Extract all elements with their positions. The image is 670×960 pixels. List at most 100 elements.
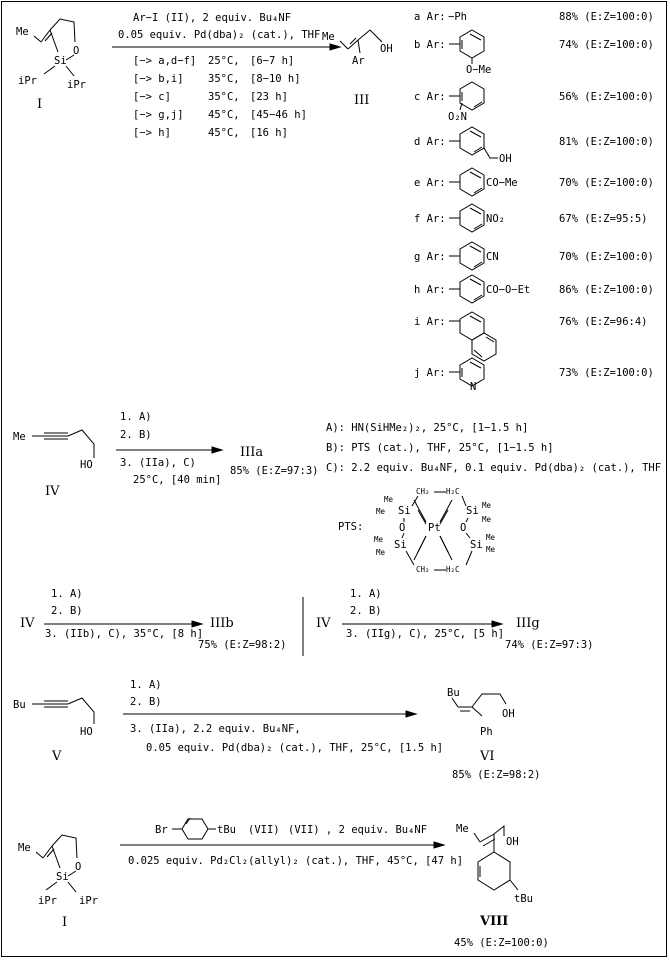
atom-o: O bbox=[460, 522, 466, 534]
catalyst-line: 0.05 equiv. Pd(dba)₂ (cat.), THF bbox=[118, 29, 320, 41]
compound-VI-structure: Bu OH Ph VI bbox=[447, 687, 515, 764]
atom-si: Si bbox=[398, 505, 411, 517]
catalyst-line: 0.025 equiv. Pd₂Cl₂(allyl)₂ (cat.), THF,… bbox=[128, 855, 463, 867]
atom-ho: HO bbox=[80, 726, 93, 738]
atom-o: O bbox=[73, 45, 79, 57]
step-1: 1. A) bbox=[350, 588, 382, 600]
compound-label-IIIa: IIIa bbox=[240, 445, 263, 460]
compound-VII-structure: Br tBu bbox=[155, 817, 236, 840]
atom-ch2: CH₂ bbox=[416, 487, 430, 496]
atom-si: Si bbox=[470, 539, 483, 551]
entry-d-label: d Ar: bbox=[414, 136, 446, 148]
entry-g-label: g Ar: bbox=[414, 251, 446, 263]
compound-label-IV: IV bbox=[316, 616, 331, 631]
compound-label-IV: IV bbox=[45, 484, 60, 499]
entry-b-label: b Ar: bbox=[414, 39, 446, 51]
entry-f-result: 67% (E:Z=95:5) bbox=[559, 213, 648, 225]
compound-label-III: III bbox=[354, 93, 369, 108]
atom-tbu: tBu bbox=[514, 893, 533, 905]
step-1: 1. A) bbox=[130, 679, 162, 691]
condition-rows: [−> a,d−f] 25°C, [6−7 h] [−> b,i] 35°C, … bbox=[133, 55, 307, 139]
step-2: 2. B) bbox=[120, 429, 152, 441]
aryl-f-nitro: NO₂ bbox=[486, 213, 505, 225]
atom-h2c: H₂C bbox=[446, 487, 460, 496]
reagent-line: Ar−I (II), 2 equiv. Bu₄NF bbox=[133, 12, 291, 24]
condition-temp: 45°C, bbox=[208, 109, 240, 121]
atom-o: O bbox=[75, 861, 81, 873]
def-b: B): PTS (cat.), THF, 25°C, [1−1.5 h] bbox=[326, 442, 554, 454]
entry-j-result: 73% (E:Z=100:0) bbox=[559, 367, 654, 379]
condition-time: [6−7 h] bbox=[250, 55, 294, 67]
entry-b-result: 74% (E:Z=100:0) bbox=[559, 39, 654, 51]
entry-c-result: 56% (E:Z=100:0) bbox=[559, 91, 654, 103]
atom-ar: Ar bbox=[352, 55, 365, 67]
scheme5: Me O Si iPr iPr I Br tBu (VII) (VII) , 2… bbox=[18, 817, 549, 949]
scheme2-yield: 85% (E:Z=97:3) bbox=[230, 465, 319, 477]
compound-VIII-structure: Me OH tBu VIII bbox=[456, 823, 533, 929]
step-1: 1. A) bbox=[51, 588, 83, 600]
aryl-a-phenyl: −Ph bbox=[448, 11, 467, 23]
atom-me: Me bbox=[486, 545, 496, 554]
pts-label: PTS: bbox=[338, 521, 363, 533]
compound-label-IV: IV bbox=[20, 616, 35, 631]
compound-label-IIIg: IIIg bbox=[516, 616, 540, 631]
atom-br: Br bbox=[155, 824, 168, 836]
step-2: 2. B) bbox=[130, 696, 162, 708]
condition-time: [16 h] bbox=[250, 127, 288, 139]
compound-I-structure: Me O Si iPr iPr I bbox=[16, 18, 86, 112]
compound-label-VIII: VIII bbox=[479, 914, 508, 929]
scheme4-yield: 85% (E:Z=98:2) bbox=[452, 769, 541, 781]
atom-me: Me bbox=[456, 823, 469, 835]
compound-I-structure: Me O Si iPr iPr I bbox=[18, 834, 98, 930]
condition-target: [−> c] bbox=[133, 91, 171, 103]
compound-label-IIIb: IIIb bbox=[210, 616, 234, 631]
scheme3-right-yield: 74% (E:Z=97:3) bbox=[505, 639, 594, 651]
atom-pt: Pt bbox=[428, 522, 441, 534]
aryl-e-acetyl: CO−Me bbox=[486, 177, 518, 189]
compound-label-I: I bbox=[62, 915, 67, 930]
compound-label-VI: VI bbox=[479, 749, 495, 764]
compound-III-structure: Me Ar OH III bbox=[322, 29, 393, 108]
condition-time: [45−46 h] bbox=[250, 109, 307, 121]
step-3-cont: 0.05 equiv. Pd(dba)₂ (cat.), THF, 25°C, … bbox=[146, 742, 443, 754]
compound-label-VII-ref: (VII) bbox=[248, 824, 280, 836]
atom-me: Me bbox=[13, 431, 26, 443]
entry-a-result: 88% (E:Z=100:0) bbox=[559, 11, 654, 23]
condition-target: [−> b,i] bbox=[133, 73, 184, 85]
atom-me: Me bbox=[376, 548, 386, 557]
atom-me: Me bbox=[16, 26, 29, 38]
atom-me: Me bbox=[482, 515, 492, 524]
condition-temp: 35°C, bbox=[208, 73, 240, 85]
step-3: 3. (IIg), C), 25°C, [5 h] bbox=[346, 628, 504, 640]
atom-ph: Ph bbox=[480, 726, 493, 738]
step-2: 2. B) bbox=[350, 605, 382, 617]
step-2: 2. B) bbox=[51, 605, 83, 617]
step-3: 3. (IIa), C) bbox=[120, 457, 196, 469]
atom-me: Me bbox=[374, 535, 384, 544]
atom-ipr: iPr bbox=[79, 895, 98, 907]
entry-i-label: i Ar: bbox=[414, 316, 446, 328]
atom-ipr: iPr bbox=[67, 79, 86, 91]
entry-i-result: 76% (E:Z=96:4) bbox=[559, 316, 648, 328]
condition-target: [−> h] bbox=[133, 127, 171, 139]
atom-me: Me bbox=[486, 533, 496, 542]
aryl-entries: a Ar: −Ph 88% (E:Z=100:0) b Ar: O−Me 74%… bbox=[414, 11, 654, 393]
scheme2: Me HO IV 1. A) 2. B) 3. (IIa), C) 25°C, … bbox=[13, 411, 661, 574]
atom-tbu: tBu bbox=[217, 824, 236, 836]
entry-h-result: 86% (E:Z=100:0) bbox=[559, 284, 654, 296]
atom-bu: Bu bbox=[447, 687, 460, 699]
atom-ipr: iPr bbox=[18, 75, 37, 87]
entry-g-result: 70% (E:Z=100:0) bbox=[559, 251, 654, 263]
aryl-b-methoxy: O−Me bbox=[466, 64, 491, 76]
atom-ipr: iPr bbox=[38, 895, 57, 907]
reagent-line: (VII) , 2 equiv. Bu₄NF bbox=[288, 824, 427, 836]
atom-si: Si bbox=[56, 871, 69, 883]
atom-bu: Bu bbox=[13, 699, 26, 711]
entry-f-label: f Ar: bbox=[414, 213, 446, 225]
atom-oh: OH bbox=[506, 836, 519, 848]
atom-si: Si bbox=[394, 539, 407, 551]
atom-o: O bbox=[399, 522, 405, 534]
pts-structure: PTS: Pt CH₂ H₂C CH₂ H₂C Me Me Si O Si Me… bbox=[338, 487, 496, 574]
scheme1: Me O Si iPr iPr I Ar−I (II), 2 equiv. Bu… bbox=[16, 11, 654, 393]
aryl-c-nitro: O₂N bbox=[448, 111, 467, 123]
